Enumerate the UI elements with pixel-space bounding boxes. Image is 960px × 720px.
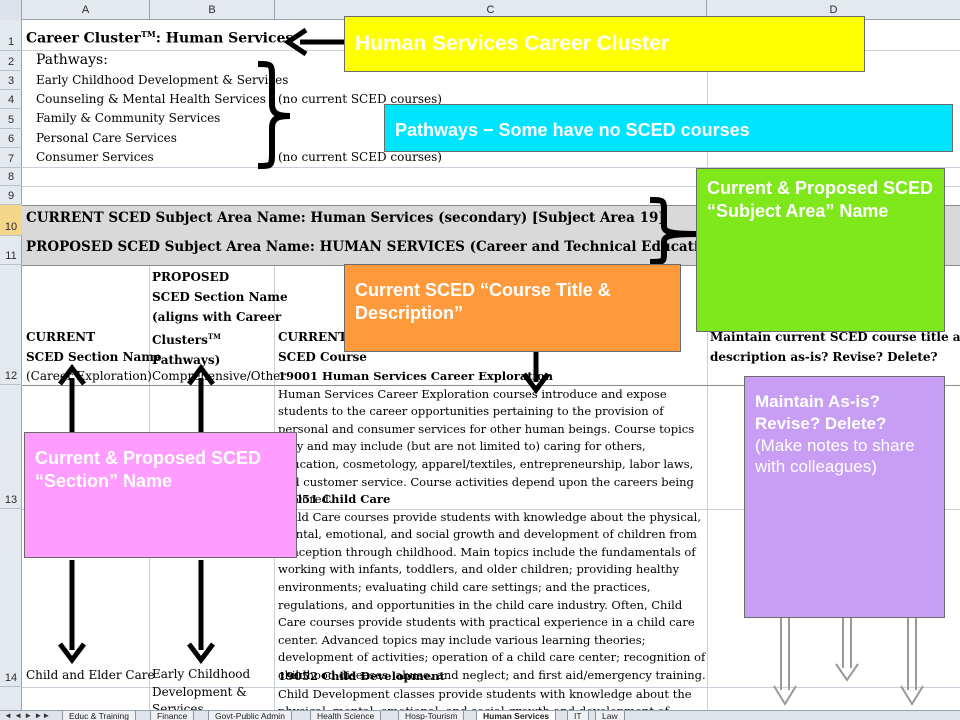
sheet-tab-health-science[interactable]: Health Science xyxy=(310,711,382,720)
cell-line: Early Childhood xyxy=(152,667,251,681)
row-header-6[interactable]: 6 xyxy=(0,129,22,148)
callout-text: Maintain As-is? Revise? Delete? xyxy=(755,392,887,433)
row-line xyxy=(22,186,960,187)
course-title: 19051 Child Care xyxy=(278,492,391,506)
spreadsheet-grid[interactable]: Career ClusterTM: Human Services Pathway… xyxy=(22,20,960,710)
header-line: SCED Course xyxy=(278,350,367,364)
row-header-11[interactable]: 11 xyxy=(0,236,22,265)
row-line xyxy=(22,385,960,386)
current-course-header[interactable]: CURRENT SCED Course xyxy=(278,327,367,367)
select-all-corner[interactable] xyxy=(0,0,22,20)
maintain-header[interactable]: Maintain current SCED course title and d… xyxy=(710,327,960,367)
cell-line: Services xyxy=(152,702,204,710)
sheet-tab-law[interactable]: Law xyxy=(595,711,625,720)
pathway-note[interactable]: (no current SCED courses) xyxy=(278,92,442,106)
row-header-10[interactable]: 10 xyxy=(0,205,22,236)
callout-subject-area: Current & Proposed SCED “Subject Area” N… xyxy=(696,168,945,332)
row-line xyxy=(22,509,960,510)
callout-text: Pathways − Some have no SCED courses xyxy=(395,120,750,140)
sheet-tab-hosp-tourism[interactable]: Hosp-Tourism xyxy=(398,711,465,720)
row-line xyxy=(22,205,960,206)
course-cell[interactable]: 19051 Child Care Child Care courses prov… xyxy=(278,491,706,685)
callout-course-title: Current SCED “Course Title & Description… xyxy=(344,264,681,352)
proposed-subject-area[interactable]: PROPOSED SCED Subject Area Name: HUMAN S… xyxy=(26,239,725,255)
proposed-section-header[interactable]: PROPOSED SCED Section Name (aligns with … xyxy=(152,267,288,370)
callout-text: Current & Proposed SCED “Subject Area” N… xyxy=(707,178,934,222)
current-section-header[interactable]: CURRENT SCED Section Name xyxy=(26,327,162,367)
current-section-cell[interactable]: Child and Elder Care xyxy=(26,668,155,682)
header-line: CURRENT xyxy=(26,330,96,344)
callout-subtext: (Make notes to share with colleagues) xyxy=(755,435,915,477)
row-header-1[interactable]: 1 xyxy=(0,20,22,51)
header-line: SCED Section Name xyxy=(26,350,162,364)
sheet-tab-govt-public-admin[interactable]: Govt-Public Admin xyxy=(208,711,292,720)
row-header-8[interactable]: 8 xyxy=(0,168,22,186)
header-line: Pathways) xyxy=(152,353,221,367)
row-line xyxy=(22,687,960,688)
row-header-bar: 1 2 3 4 5 6 7 8 9 10 11 12 13 14 xyxy=(0,20,22,710)
row-header-2[interactable]: 2 xyxy=(0,51,22,71)
column-header-d[interactable]: D xyxy=(829,4,838,16)
row-header-9[interactable]: 9 xyxy=(0,186,22,205)
col-line-cd xyxy=(707,20,708,710)
pathway-name[interactable]: Personal Care Services xyxy=(36,131,177,145)
callout-maintain: Maintain As-is? Revise? Delete? (Make no… xyxy=(744,376,945,618)
header-line: Clusters xyxy=(152,333,208,347)
course-description: Child Development classes provide studen… xyxy=(278,686,692,710)
row-line xyxy=(22,167,960,168)
callout-text: Current SCED “Course Title & Description… xyxy=(355,280,611,324)
callout-section: Current & Proposed SCED “Section” Name xyxy=(24,432,297,558)
row-header-3[interactable]: 3 xyxy=(0,71,22,90)
callout-text: Human Services Career Cluster xyxy=(355,32,669,55)
course-cell[interactable]: 19052 Child Development Child Developmen… xyxy=(278,668,706,710)
sheet-tab-bar: ◄ ◄ ► ►► Educ & Training Finance Govt-Pu… xyxy=(0,710,960,720)
row-header-14[interactable]: 14 xyxy=(0,509,22,687)
sheet-tab-it[interactable]: IT xyxy=(567,711,589,720)
row-header-5[interactable]: 5 xyxy=(0,109,22,129)
callout-cluster: Human Services Career Cluster xyxy=(344,16,865,72)
proposed-section-cell[interactable]: Early Childhood Development & Services xyxy=(152,666,250,710)
course-description: Human Services Career Exploration course… xyxy=(278,386,695,507)
proposed-section-cell[interactable]: Comprehensive/Other xyxy=(152,369,287,383)
career-cluster-value: : Human Services xyxy=(155,30,294,47)
callout-pathways: Pathways − Some have no SCED courses xyxy=(384,104,953,152)
course-title: 19001 Human Services Career Exploration xyxy=(278,369,554,383)
sheet-tab-human-services[interactable]: Human Services xyxy=(476,711,557,720)
pathway-name[interactable]: Consumer Services xyxy=(36,150,154,164)
career-cluster-title[interactable]: Career ClusterTM: Human Services xyxy=(26,25,293,49)
header-line: Maintain current SCED course title and xyxy=(710,330,960,344)
row-header-13[interactable]: 13 xyxy=(0,385,22,509)
callout-text: Current & Proposed SCED “Section” Name xyxy=(35,448,262,492)
sheet-tab-educ-training[interactable]: Educ & Training xyxy=(62,711,137,720)
trademark-mark: TM xyxy=(207,332,221,341)
current-section-cell[interactable]: (Career Exploration) xyxy=(26,369,152,383)
trademark-mark: TM xyxy=(140,29,156,39)
row-header-4[interactable]: 4 xyxy=(0,90,22,109)
current-subject-area[interactable]: CURRENT SCED Subject Area Name: Human Se… xyxy=(26,210,665,226)
career-cluster-label: Career Cluster xyxy=(26,30,141,47)
cell-line: Development & xyxy=(152,684,247,699)
pathway-note[interactable]: (no current SCED courses) xyxy=(278,150,442,164)
column-header-a[interactable]: A xyxy=(22,0,150,20)
column-header-b[interactable]: B xyxy=(150,0,275,20)
pathway-name[interactable]: Early Childhood Development & Services xyxy=(36,73,289,87)
sheet-nav-arrows[interactable]: ◄ ◄ ► ►► xyxy=(4,711,51,720)
course-description: Child Care courses provide students with… xyxy=(278,509,706,682)
header-line: description as-is? Revise? Delete? xyxy=(710,350,938,364)
row-header-12[interactable]: 12 xyxy=(0,265,22,385)
header-line: (aligns with Career xyxy=(152,310,282,324)
header-line: CURRENT xyxy=(278,330,348,344)
column-header-c[interactable]: C xyxy=(275,0,707,20)
course-title: 19052 Child Development xyxy=(278,669,445,683)
pathway-name[interactable]: Counseling & Mental Health Services xyxy=(36,92,266,106)
course-cell[interactable]: 19001 Human Services Career Exploration … xyxy=(278,368,706,509)
sheet-tab-finance[interactable]: Finance xyxy=(150,711,195,720)
header-line: SCED Section Name xyxy=(152,290,288,304)
row-header-7[interactable]: 7 xyxy=(0,148,22,168)
pathways-heading[interactable]: Pathways: xyxy=(36,52,108,68)
pathway-name[interactable]: Family & Community Services xyxy=(36,111,221,125)
header-line: PROPOSED xyxy=(152,270,230,284)
